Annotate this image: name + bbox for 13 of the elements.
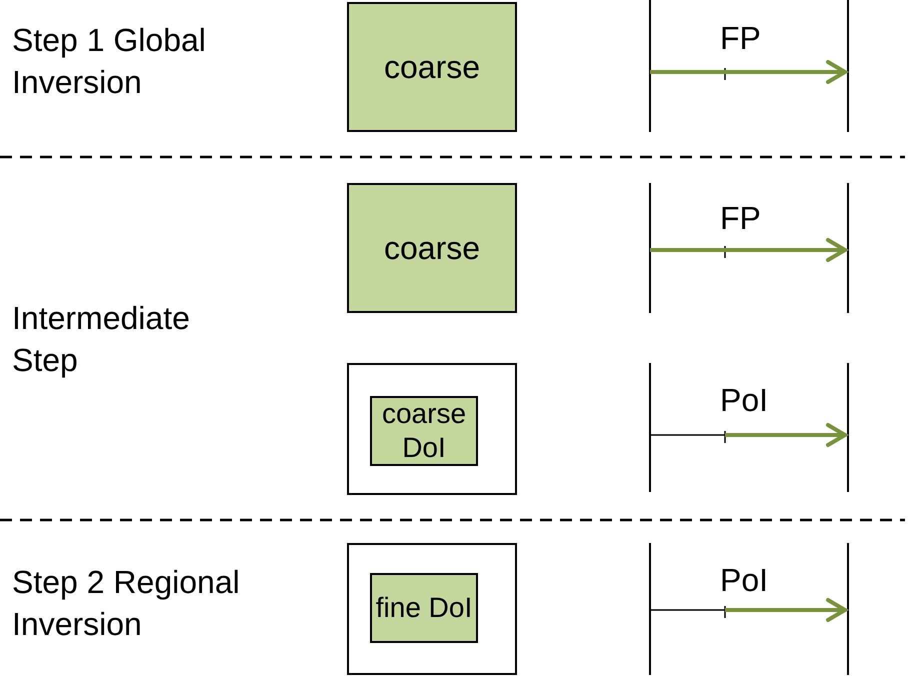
interval-label: FP: [720, 199, 762, 238]
interval-label: PoI: [720, 561, 770, 600]
step-label: Intermediate Step: [12, 299, 191, 380]
grid-box: coarse: [347, 183, 517, 313]
interval-label: PoI: [720, 381, 770, 420]
step-label: Step 1 Global Inversion: [12, 21, 207, 102]
grid-box: coarse: [347, 2, 517, 132]
step-label: Step 2 Regional Inversion: [12, 563, 241, 644]
grid-box: fine DoI: [370, 573, 478, 643]
domain-box: [347, 543, 517, 675]
interval-label: FP: [720, 19, 762, 58]
domain-box: [347, 363, 517, 495]
grid-box: coarse DoI: [370, 396, 478, 466]
